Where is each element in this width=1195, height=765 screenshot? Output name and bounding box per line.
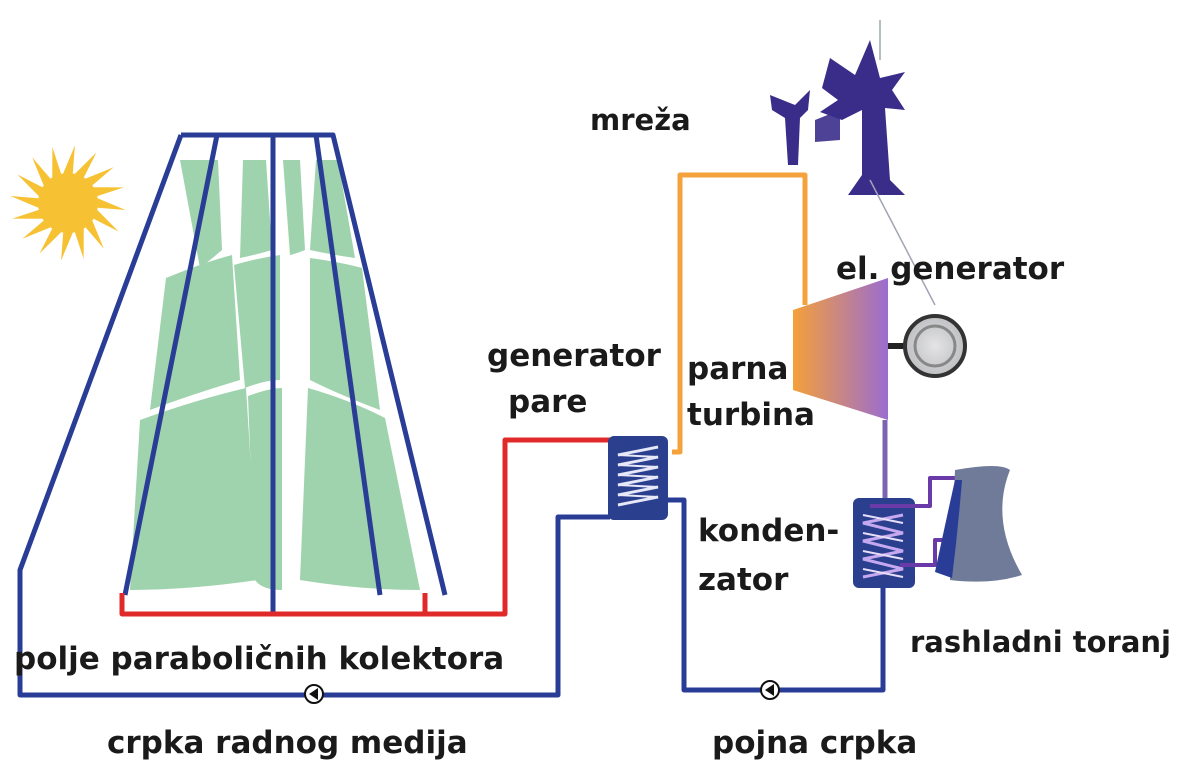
pump-icon <box>304 684 324 704</box>
steam-generator-label-line1: generator <box>487 338 661 374</box>
collector-row-2 <box>240 160 272 258</box>
steam-generator-label-line2: pare <box>508 384 588 420</box>
sun-ray <box>39 228 62 254</box>
collector-field-label: polje paraboličnih kolektora <box>14 641 505 677</box>
grid-label: mreža <box>590 103 691 137</box>
condenser-label-line2: zator <box>698 562 789 598</box>
steam-generator-exchanger <box>608 436 668 520</box>
sun-ray <box>93 187 124 197</box>
collector-row-1 <box>130 388 258 590</box>
cold-loop <box>17 132 610 698</box>
sun-ray <box>10 196 39 208</box>
feed-loop <box>668 497 886 693</box>
collector-row-1 <box>150 255 240 410</box>
turbine-icon <box>793 278 888 420</box>
condenser-exchanger <box>853 498 915 588</box>
steam-turbine-label-line2: turbina <box>687 397 815 433</box>
pump-icon <box>760 680 780 700</box>
sun-ray <box>85 167 114 186</box>
sun-ray <box>22 220 51 239</box>
transmission-tower-icon <box>770 20 936 306</box>
condenser-label-line1: konden- <box>698 513 840 549</box>
el-generator-label: el. generator <box>836 251 1065 287</box>
sun-ray <box>32 157 51 186</box>
hot-loop <box>119 437 610 617</box>
cooling-tower-label: rashladni toranj <box>910 625 1171 659</box>
collector-row-3 <box>300 388 420 590</box>
sun-ray <box>97 198 126 210</box>
sun-ray <box>85 220 104 249</box>
sun-icon <box>10 145 126 261</box>
collector-row-2 <box>234 255 280 388</box>
sun-ray <box>12 209 43 219</box>
collector-row-4 <box>283 160 305 255</box>
sun-ray <box>63 145 75 174</box>
steam-turbine-label-line1: parna <box>687 351 789 387</box>
sun-ray <box>17 174 43 197</box>
steam-line <box>672 172 808 455</box>
working-fluid-pump-label: crpka radnog medija <box>107 725 468 761</box>
sun-ray <box>52 147 62 178</box>
sun-ray <box>61 232 73 261</box>
generator-icon <box>888 314 967 378</box>
sun-ray <box>93 209 119 232</box>
feed-pump-label: pojna crpka <box>712 725 918 761</box>
sun-ray <box>74 152 97 178</box>
sun-ray <box>74 228 84 259</box>
cooling-tower-icon <box>935 466 1022 582</box>
